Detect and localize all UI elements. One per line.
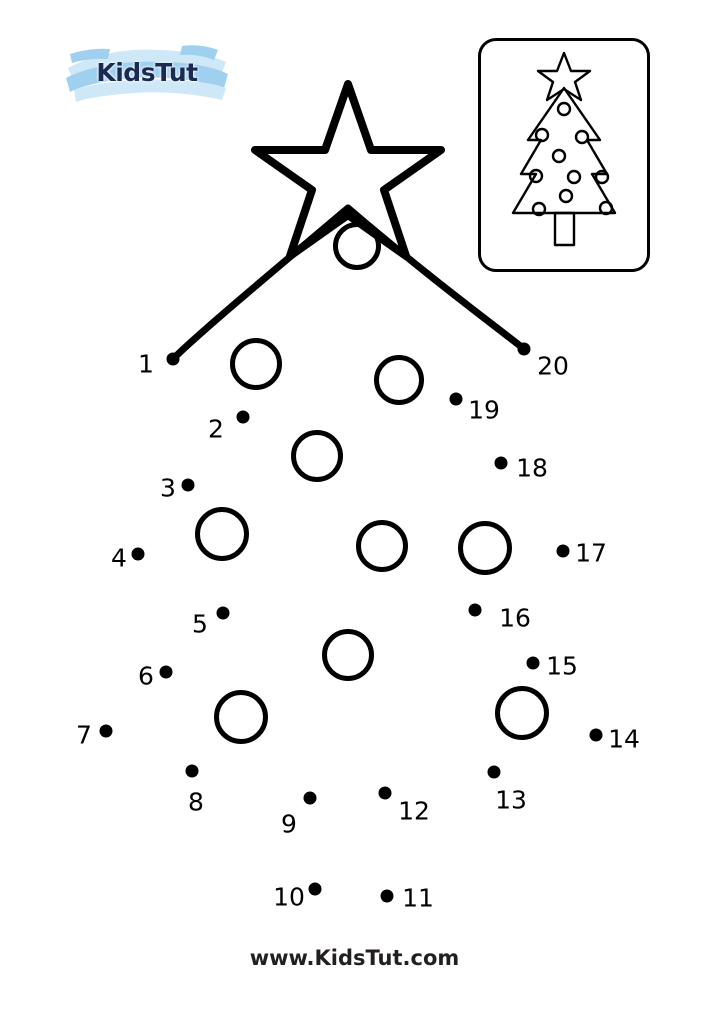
connect-dot-14[interactable] bbox=[589, 728, 603, 742]
connect-dot-5[interactable] bbox=[216, 606, 230, 620]
ornament-circle bbox=[495, 686, 549, 740]
connect-dot-16[interactable] bbox=[468, 603, 482, 617]
ornament-circle bbox=[458, 521, 512, 575]
dot-number-label-8: 8 bbox=[188, 787, 204, 817]
dot-number-label-12: 12 bbox=[398, 796, 430, 826]
connect-dot-4[interactable] bbox=[131, 547, 145, 561]
ornament-circle bbox=[291, 430, 343, 482]
footer-url: www.KidsTut.com bbox=[249, 946, 460, 970]
ornament-circle bbox=[195, 507, 249, 561]
ornament-circle bbox=[356, 520, 408, 572]
dot-number-label-5: 5 bbox=[192, 609, 208, 639]
ornament-circle bbox=[374, 355, 424, 405]
dot-number-label-2: 2 bbox=[208, 414, 224, 444]
guide-curve-left bbox=[169, 204, 352, 363]
connect-dot-7[interactable] bbox=[99, 724, 113, 738]
guide-curve-right bbox=[344, 204, 528, 353]
connect-dot-12[interactable] bbox=[378, 786, 392, 800]
ornament-circle bbox=[333, 222, 381, 270]
kidstut-logo: KidsTut bbox=[64, 38, 230, 106]
connect-dot-10[interactable] bbox=[308, 882, 322, 896]
connect-dot-15[interactable] bbox=[526, 656, 540, 670]
connect-dot-6[interactable] bbox=[159, 665, 173, 679]
dot-number-label-3: 3 bbox=[160, 473, 176, 503]
connect-dot-19[interactable] bbox=[449, 392, 463, 406]
dot-number-label-1: 1 bbox=[138, 349, 154, 379]
dot-number-label-4: 4 bbox=[111, 543, 127, 573]
connect-dot-9[interactable] bbox=[303, 791, 317, 805]
connect-dot-8[interactable] bbox=[185, 764, 199, 778]
ornament-circle bbox=[214, 690, 268, 744]
dot-number-label-18: 18 bbox=[516, 453, 548, 483]
reference-tree-drawing bbox=[511, 51, 617, 247]
ornament-circle bbox=[322, 629, 374, 681]
dot-number-label-16: 16 bbox=[499, 603, 531, 633]
dot-number-label-10: 10 bbox=[273, 882, 305, 912]
dot-number-label-9: 9 bbox=[281, 809, 297, 839]
connect-dot-3[interactable] bbox=[181, 478, 195, 492]
connect-dot-1[interactable] bbox=[166, 352, 180, 366]
tree-top-star-icon bbox=[251, 80, 445, 260]
connect-dot-13[interactable] bbox=[487, 765, 501, 779]
dot-number-label-11: 11 bbox=[402, 883, 434, 913]
dot-number-label-13: 13 bbox=[495, 785, 527, 815]
dot-number-label-7: 7 bbox=[76, 720, 92, 750]
connect-dot-18[interactable] bbox=[494, 456, 508, 470]
dot-number-label-14: 14 bbox=[608, 724, 640, 754]
logo-text: KidsTut bbox=[96, 57, 198, 87]
dot-number-label-20: 20 bbox=[537, 351, 569, 381]
dot-number-label-19: 19 bbox=[468, 395, 500, 425]
dot-number-label-15: 15 bbox=[546, 651, 578, 681]
connect-dot-20[interactable] bbox=[517, 342, 531, 356]
dot-number-label-17: 17 bbox=[575, 538, 607, 568]
connect-dot-17[interactable] bbox=[556, 544, 570, 558]
connect-dot-2[interactable] bbox=[236, 410, 250, 424]
christmas-tree-reference-thumbnail bbox=[478, 38, 650, 272]
ornament-circle bbox=[230, 338, 282, 390]
logo-brush-stroke bbox=[66, 45, 228, 102]
dot-number-label-6: 6 bbox=[138, 661, 154, 691]
connect-dot-11[interactable] bbox=[380, 889, 394, 903]
